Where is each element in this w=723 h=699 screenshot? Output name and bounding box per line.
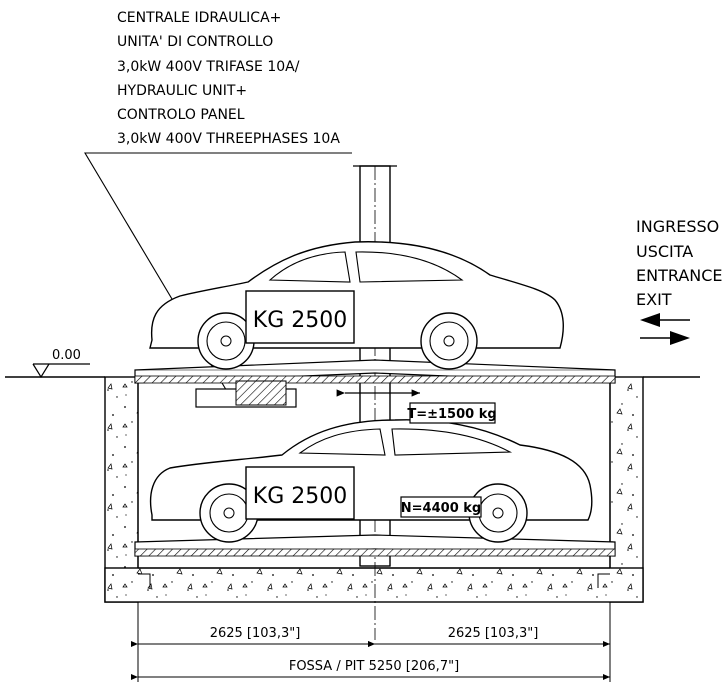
pit-floor — [104, 567, 644, 603]
dim-total-label: FOSSA / PIT 5250 [206,7"] — [289, 659, 459, 674]
note-line-1: CENTRALE IDRAULICA+ — [117, 10, 281, 26]
level-marker: 0.00 — [5, 348, 105, 379]
pit-left-wall — [104, 376, 139, 603]
level-triangle-icon — [32, 363, 50, 379]
upper-car-capacity-box — [245, 290, 355, 344]
entrance-line-4: EXIT — [636, 290, 672, 309]
lower-car-capacity: KG 2500 — [253, 484, 347, 509]
pit-right-wall — [609, 376, 644, 603]
note-line-4: HYDRAULIC UNIT+ — [117, 83, 247, 99]
note-line-2: UNITA' DI CONTROLLO — [117, 34, 273, 50]
upper-car-capacity: KG 2500 — [253, 308, 347, 333]
hydraulic-unit-note: CENTRALE IDRAULICA+ UNITA' DI CONTROLLO … — [84, 10, 352, 394]
lower-car: KG 2500 — [149, 419, 593, 543]
dimension-lines: 2625 [103,3"] 2625 [103,3"] FOSSA / PIT … — [131, 602, 611, 682]
load-t-label: T=±1500 kg — [407, 407, 496, 422]
exit-arrow-right-icon — [640, 331, 690, 345]
entrance-line-1: INGRESSO — [636, 217, 719, 236]
upper-platform — [134, 359, 616, 384]
note-line-5: CONTROLO PANEL — [117, 107, 245, 123]
upper-car-rear-wheel-icon — [420, 312, 478, 370]
load-n-label-group: N=4400 kg — [400, 496, 482, 518]
entrance-arrow-left-icon — [640, 313, 690, 327]
hydraulic-unit — [195, 380, 420, 408]
level-label: 0.00 — [52, 348, 81, 363]
entrance-line-3: ENTRANCE — [636, 266, 723, 285]
load-n-label: N=4400 kg — [401, 501, 481, 516]
note-line-3: 3,0kW 400V TRIFASE 10A/ — [117, 59, 300, 75]
dim-right-label: 2625 [103,3"] — [448, 626, 539, 641]
dim-left-label: 2625 [103,3"] — [210, 626, 301, 641]
load-t-label-group: T=±1500 kg — [407, 402, 497, 424]
upper-car: KG 2500 — [149, 241, 564, 370]
note-line-6: 3,0kW 400V THREEPHASES 10A — [117, 131, 340, 147]
entrance-exit-label: INGRESSO USCITA ENTRANCE EXIT — [636, 217, 723, 345]
entrance-line-2: USCITA — [636, 242, 693, 261]
pit-structure — [104, 376, 700, 603]
lower-car-capacity-box — [245, 466, 355, 520]
lower-platform — [134, 534, 616, 557]
